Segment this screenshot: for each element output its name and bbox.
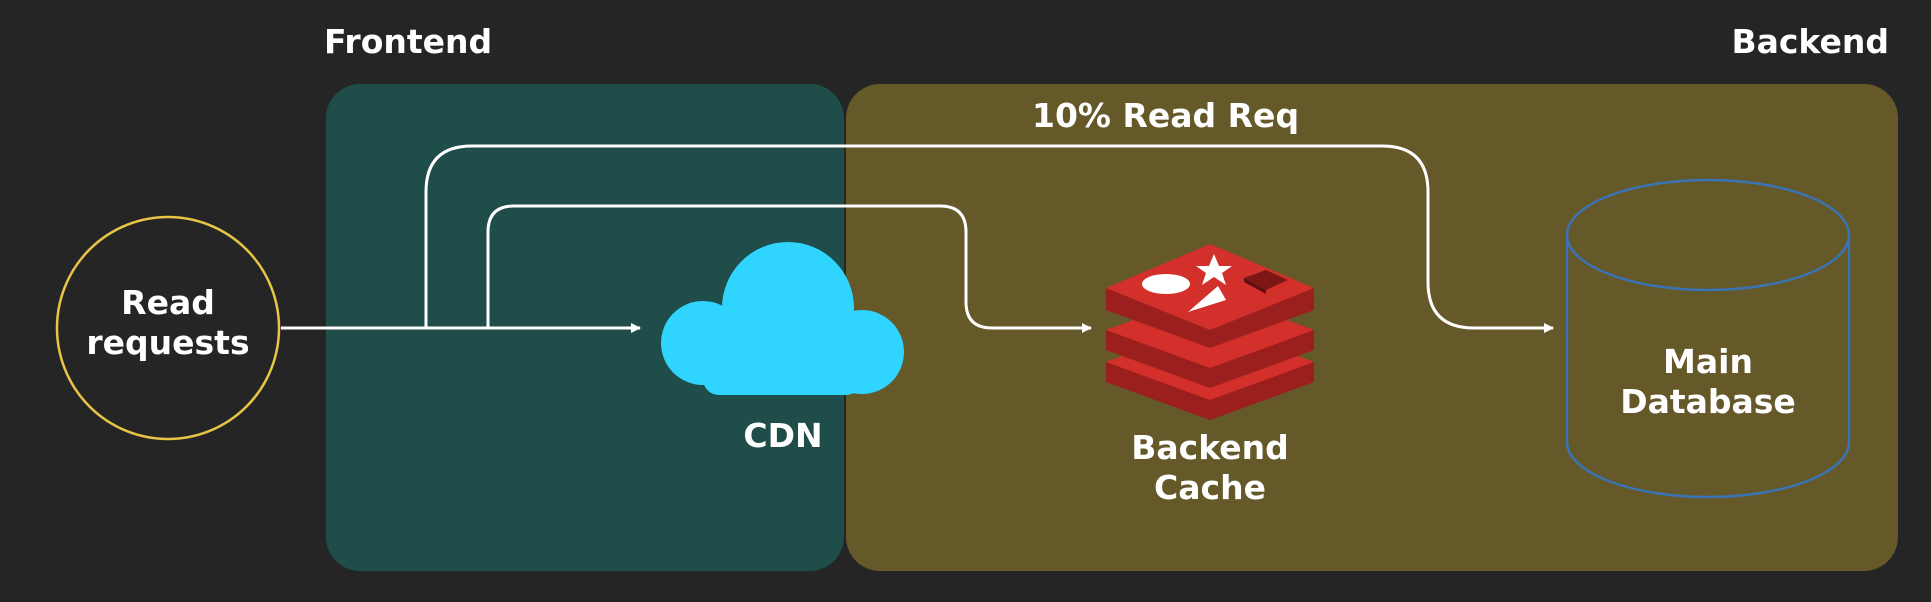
cdn-label: CDN bbox=[743, 416, 823, 455]
backend-label: Backend bbox=[1731, 22, 1889, 61]
read-requests-label: Read requests bbox=[68, 283, 268, 362]
backend-cache-line1: Backend bbox=[1131, 428, 1289, 467]
arrow-to-cache bbox=[486, 204, 1092, 333]
main-database-line1: Main bbox=[1663, 342, 1753, 381]
backend-cache-label: Backend Cache bbox=[1110, 428, 1310, 507]
frontend-label: Frontend bbox=[324, 22, 493, 61]
cdn-cloud-icon bbox=[661, 242, 904, 395]
database-cylinder-icon bbox=[1565, 178, 1851, 499]
edge-label-10pct: 10% Read Req bbox=[1032, 96, 1300, 135]
backend-panel bbox=[846, 84, 1898, 571]
read-requests-line2: requests bbox=[86, 322, 250, 362]
backend-cache-line2: Cache bbox=[1154, 467, 1266, 507]
read-requests-line1: Read bbox=[121, 283, 215, 322]
arrow-to-database bbox=[424, 144, 1554, 333]
arrows bbox=[281, 144, 1554, 333]
read-requests-node bbox=[55, 215, 281, 441]
main-database-label: Main Database bbox=[1598, 342, 1818, 421]
redis-cache-icon bbox=[1106, 244, 1314, 420]
main-database-line2: Database bbox=[1620, 381, 1796, 421]
